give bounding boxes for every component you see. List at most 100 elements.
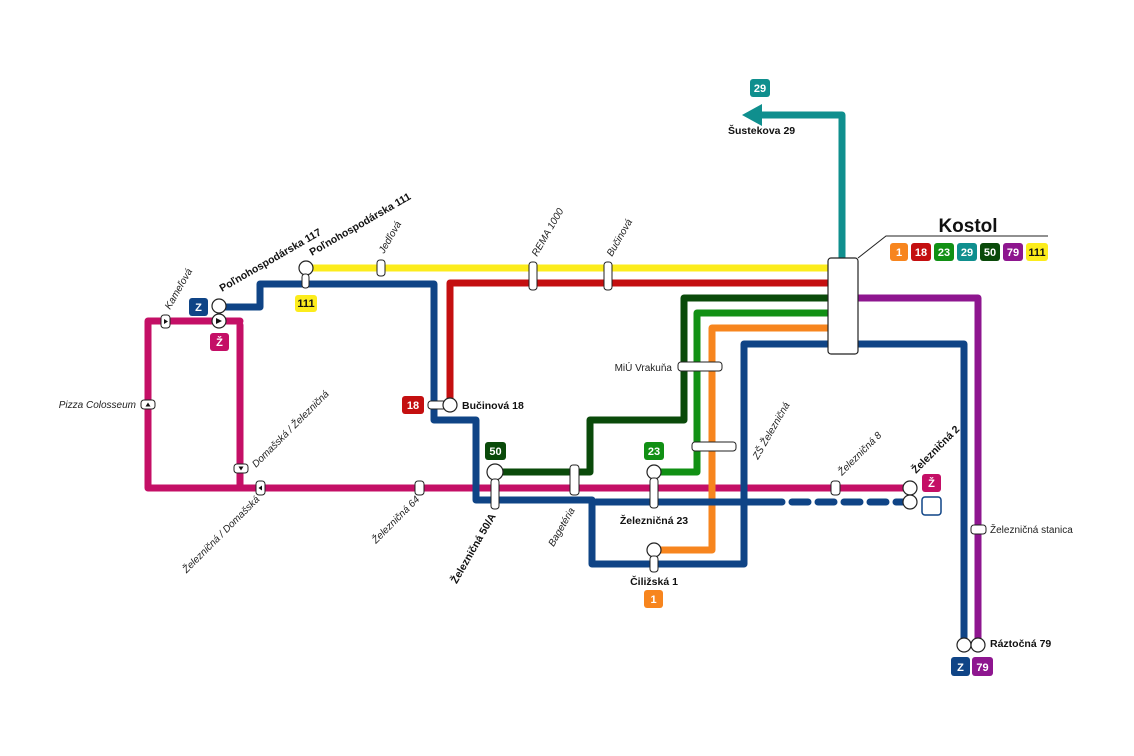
stop-circle[interactable] (646, 542, 662, 558)
stop-label-stanica: Železničná stanica (990, 523, 1073, 536)
stop-label-rema: REMA 1000 (530, 206, 567, 258)
stop-label-zeleznicna-50a: Železničná 50/A (448, 511, 499, 586)
stop-label-domasska: Domašská / Železničná (249, 387, 332, 470)
stop-circle[interactable] (486, 463, 504, 481)
hub-line-badges: 1 18 23 29 50 79 111 (890, 243, 1048, 261)
badge-18: 18 (402, 396, 424, 414)
svg-text:111: 111 (297, 298, 314, 310)
stop-connector (649, 555, 659, 573)
stop-marker[interactable] (677, 361, 723, 372)
stop-label-zeleznicna-64: Železničná 64 (368, 493, 422, 547)
route-1-line (650, 324, 844, 554)
svg-text:111: 111 (1028, 247, 1045, 259)
triangle-right-icon (164, 319, 168, 324)
stop-label-miu: MiÚ Vrakuňa (615, 361, 673, 374)
svg-text:Z: Z (928, 501, 935, 513)
stop-circle[interactable] (902, 480, 918, 496)
stop-label-zeleznicna-8: Železničná 8 (834, 429, 884, 479)
stop-label-pizza: Pizza Colosseum (59, 400, 136, 411)
svg-text:1: 1 (896, 247, 902, 259)
triangle-down-icon (238, 466, 244, 471)
stop-marker[interactable] (603, 261, 613, 291)
svg-text:29: 29 (961, 247, 973, 259)
badge-111: 111 (295, 295, 317, 312)
stops (140, 259, 987, 653)
stop-label-bageteria: Bagetéria (547, 506, 578, 549)
svg-text:50: 50 (984, 247, 996, 259)
hub-title: Kostol (938, 216, 997, 237)
route-z-line (215, 280, 968, 649)
stop-circle[interactable] (970, 637, 986, 653)
stop-marker[interactable] (830, 480, 841, 496)
hub-badge-1: 1 (890, 243, 908, 261)
stop-marker[interactable] (569, 464, 580, 496)
svg-text:23: 23 (938, 247, 950, 259)
routes (144, 104, 982, 649)
hub-callout-line (857, 235, 1048, 259)
stop-circle[interactable] (956, 637, 972, 653)
badge-1: 1 (644, 590, 663, 608)
hub-badge-18: 18 (911, 243, 931, 261)
stop-circle[interactable] (646, 464, 662, 480)
stop-marker[interactable] (970, 524, 987, 535)
stop-circle[interactable] (298, 260, 314, 276)
hub-badge-23: 23 (934, 243, 954, 261)
badge-23: 23 (644, 442, 664, 460)
route-50-line (491, 294, 844, 476)
map-badges: 29 111 18 50 23 1 Z Ž (189, 79, 993, 676)
triangle-left-icon (258, 485, 262, 491)
badge-zh: Ž (922, 474, 941, 492)
stop-marker[interactable] (376, 259, 386, 277)
svg-text:Ž: Ž (928, 477, 935, 490)
svg-text:1: 1 (650, 594, 656, 606)
stop-circle[interactable] (902, 494, 918, 510)
route-29-line (756, 111, 846, 262)
svg-text:79: 79 (1007, 247, 1019, 259)
stop-circle[interactable] (211, 298, 227, 314)
stop-marker[interactable] (528, 261, 538, 291)
svg-text:79: 79 (976, 662, 988, 674)
svg-text:18: 18 (407, 400, 419, 412)
stop-label-cilizska: Čiližská 1 (630, 575, 678, 588)
hub-station-box[interactable] (827, 257, 859, 355)
svg-text:23: 23 (648, 446, 660, 458)
stop-marker[interactable] (414, 480, 425, 496)
route-79-line (836, 294, 982, 649)
badge-zh: Ž (210, 333, 229, 351)
stop-label-zs: ZŠ Železničná (749, 399, 793, 462)
hub-badge-29: 29 (957, 243, 977, 261)
badge-z: Z (189, 298, 208, 316)
badge-z-outline: Z (921, 496, 942, 516)
stop-label-raztocna: Ráztočná 79 (990, 638, 1051, 650)
stop-connector (301, 273, 310, 289)
route-23-line (650, 309, 844, 476)
stop-connector (649, 477, 659, 509)
stop-label-zeleznicna-2: Železničná 2 (909, 423, 962, 476)
svg-text:29: 29 (754, 83, 766, 95)
stop-labels: Šustekova 29 Poľnohospodárska 111 Poľnoh… (59, 124, 1074, 650)
badge-z: Z (951, 657, 970, 676)
route-18-line (446, 279, 844, 409)
hub-kostol[interactable]: Kostol 1 18 23 29 50 79 111 (827, 216, 1048, 355)
stop-label-zeleznicna-23: Železničná 23 (620, 514, 688, 527)
stop-connector (490, 478, 500, 510)
hub-badge-111: 111 (1026, 243, 1048, 261)
stop-circle[interactable] (442, 397, 458, 413)
svg-text:18: 18 (915, 247, 927, 259)
badge-79: 79 (972, 657, 993, 676)
svg-text:Z: Z (195, 302, 202, 314)
svg-text:50: 50 (489, 446, 501, 458)
triangle-up-icon (145, 402, 151, 407)
svg-text:Z: Z (957, 662, 964, 674)
stop-label-bucinova-18: Bučinová 18 (462, 400, 524, 412)
hub-badge-79: 79 (1003, 243, 1023, 261)
stop-marker[interactable] (691, 441, 737, 452)
hub-badge-50: 50 (980, 243, 1000, 261)
badge-50: 50 (485, 442, 506, 460)
stop-label-jedlova: Jedľová (377, 219, 405, 256)
svg-text:Ž: Ž (216, 336, 223, 349)
stop-label-sustekova: Šustekova 29 (728, 124, 795, 137)
stop-label-zeleznicna-domasska: Železničná / Domašská (179, 493, 263, 577)
stop-label-bucinova-top: Bučinová (605, 217, 635, 259)
